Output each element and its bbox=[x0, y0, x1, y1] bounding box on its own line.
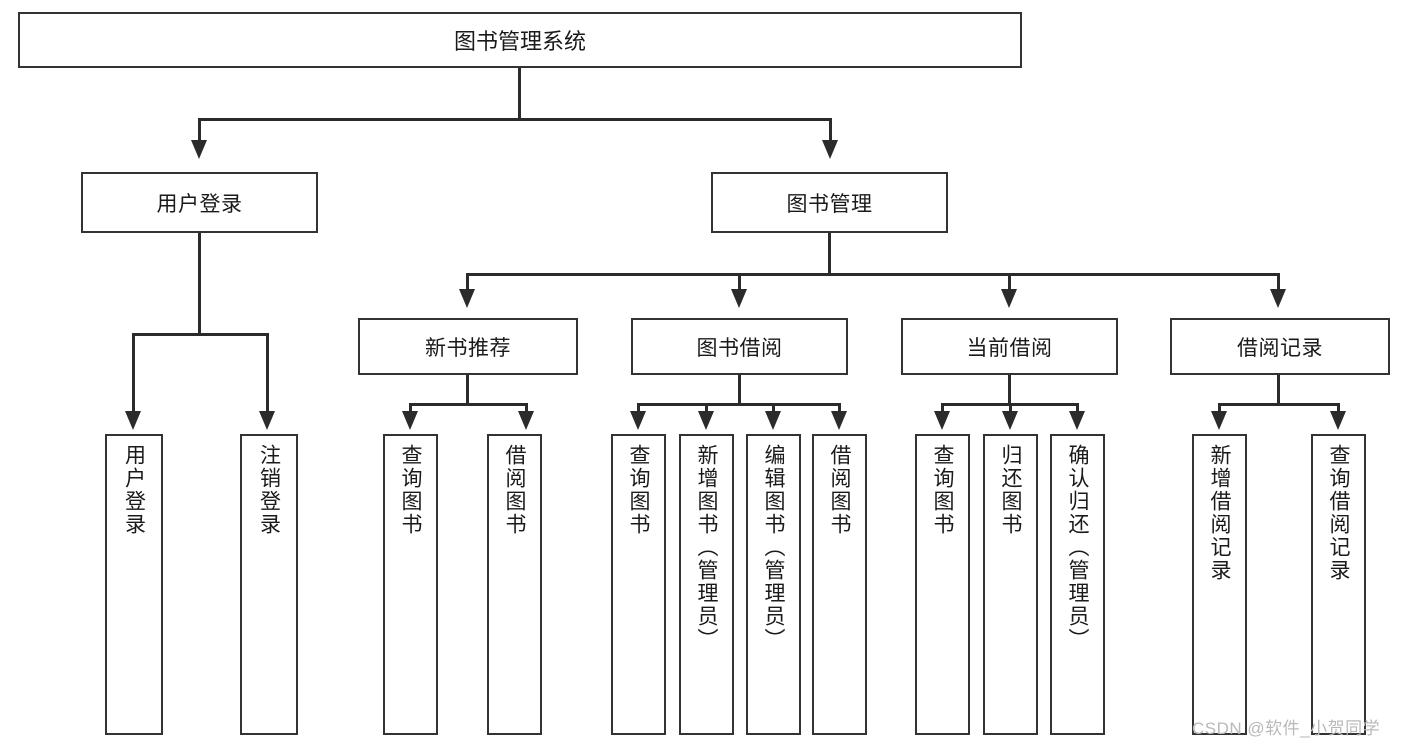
node-label: 新增借阅记录 bbox=[1208, 444, 1231, 582]
node-label: 归还图书 bbox=[999, 444, 1022, 536]
connector-user-login-stem bbox=[198, 233, 201, 335]
connector-current-borrow-child-3 bbox=[1076, 403, 1079, 413]
node-label: 图书管理 bbox=[786, 192, 873, 216]
leaf-borrow-book-new[interactable]: 借阅图书 bbox=[487, 434, 542, 735]
connector-user-login-child-1 bbox=[132, 333, 135, 413]
connector-borrow-record-child-2 bbox=[1337, 403, 1340, 413]
node-label: 查询图书 bbox=[931, 444, 954, 536]
connector-borrow-record-stem bbox=[1277, 375, 1280, 405]
arrowhead-leaf-query-record bbox=[1330, 411, 1346, 430]
arrowhead-book-mgmt bbox=[822, 140, 838, 159]
node-label: 当前借阅 bbox=[966, 336, 1053, 360]
node-label: 注销登录 bbox=[257, 444, 281, 536]
arrowhead-leaf-add-book bbox=[698, 411, 714, 430]
node-current-borrow[interactable]: 当前借阅 bbox=[901, 318, 1118, 375]
leaf-add-book-admin[interactable]: 新增图书（管理员） bbox=[679, 434, 734, 735]
node-label: 查询图书 bbox=[399, 444, 422, 536]
connector-root-stem bbox=[518, 68, 521, 118]
connector-current-borrow-stem bbox=[1008, 375, 1011, 405]
connector-root-to-book-mgmt bbox=[829, 118, 832, 143]
node-root-system[interactable]: 图书管理系统 bbox=[18, 12, 1022, 68]
connector-book-borrow-child-3 bbox=[772, 403, 775, 413]
connector-new-book-child-2 bbox=[525, 403, 528, 413]
node-label: 借阅记录 bbox=[1237, 336, 1323, 360]
connector-book-mgmt-stem bbox=[828, 233, 831, 275]
arrowhead-leaf-logout bbox=[259, 411, 275, 430]
node-borrow-record[interactable]: 借阅记录 bbox=[1170, 318, 1390, 375]
connector-to-new-book bbox=[466, 273, 469, 291]
node-label: 借阅图书 bbox=[503, 444, 526, 536]
node-new-book-recommend[interactable]: 新书推荐 bbox=[358, 318, 578, 375]
connector-user-login-bar bbox=[132, 333, 269, 336]
arrowhead-book-borrow bbox=[731, 289, 747, 308]
arrowhead-leaf-confirm-return bbox=[1069, 411, 1085, 430]
leaf-return-book[interactable]: 归还图书 bbox=[983, 434, 1038, 735]
connector-book-borrow-bar bbox=[637, 403, 840, 406]
connector-borrow-record-child-1 bbox=[1218, 403, 1221, 413]
connector-root-bar bbox=[198, 118, 832, 121]
connector-book-borrow-child-4 bbox=[838, 403, 841, 413]
leaf-query-borrow-record[interactable]: 查询借阅记录 bbox=[1311, 434, 1366, 735]
node-label: 图书借阅 bbox=[696, 336, 783, 360]
node-label: 借阅图书 bbox=[828, 444, 851, 536]
node-book-management[interactable]: 图书管理 bbox=[711, 172, 948, 233]
connector-book-borrow-stem bbox=[738, 375, 741, 405]
node-book-borrow[interactable]: 图书借阅 bbox=[631, 318, 848, 375]
connector-level2-bar bbox=[466, 273, 1280, 276]
node-label: 查询借阅记录 bbox=[1327, 444, 1350, 582]
leaf-query-book-current[interactable]: 查询图书 bbox=[915, 434, 970, 735]
node-label: 图书管理系统 bbox=[453, 29, 586, 54]
node-label: 新书推荐 bbox=[425, 336, 511, 360]
arrowhead-current-borrow bbox=[1001, 289, 1017, 308]
connector-current-borrow-child-1 bbox=[941, 403, 944, 413]
node-label: 用户登录 bbox=[156, 192, 243, 216]
connector-new-book-child-1 bbox=[409, 403, 412, 413]
arrowhead-leaf-query-book-3 bbox=[934, 411, 950, 430]
node-label: 编辑图书（管理员） bbox=[762, 444, 785, 651]
leaf-logout[interactable]: 注销登录 bbox=[240, 434, 298, 735]
arrowhead-leaf-query-book-2 bbox=[630, 411, 646, 430]
connector-to-current-borrow bbox=[1008, 273, 1011, 291]
connector-borrow-record-bar bbox=[1218, 403, 1340, 406]
arrowhead-leaf-return-book bbox=[1002, 411, 1018, 430]
leaf-borrow-book-borrow[interactable]: 借阅图书 bbox=[812, 434, 867, 735]
connector-book-borrow-child-2 bbox=[705, 403, 708, 413]
connector-new-book-stem bbox=[466, 375, 469, 405]
connector-to-book-borrow bbox=[738, 273, 741, 291]
connector-current-borrow-child-2 bbox=[1009, 403, 1012, 413]
node-user-login[interactable]: 用户登录 bbox=[81, 172, 318, 233]
node-label: 查询图书 bbox=[627, 444, 650, 536]
connector-new-book-bar bbox=[409, 403, 528, 406]
connector-user-login-child-2 bbox=[266, 333, 269, 413]
arrowhead-leaf-query-book-1 bbox=[402, 411, 418, 430]
connector-to-borrow-record bbox=[1277, 273, 1280, 291]
connector-root-to-user-login bbox=[198, 118, 201, 143]
node-label: 新增图书（管理员） bbox=[695, 444, 718, 651]
arrowhead-borrow-record bbox=[1270, 289, 1286, 308]
connector-book-borrow-child-1 bbox=[637, 403, 640, 413]
leaf-user-login[interactable]: 用户登录 bbox=[105, 434, 163, 735]
arrowhead-new-book bbox=[459, 289, 475, 308]
node-label: 用户登录 bbox=[122, 444, 146, 536]
arrowhead-leaf-borrow-book-1 bbox=[518, 411, 534, 430]
node-label: 确认归还（管理员） bbox=[1066, 444, 1089, 651]
arrowhead-user-login bbox=[191, 140, 207, 159]
leaf-query-book-new[interactable]: 查询图书 bbox=[383, 434, 438, 735]
arrowhead-leaf-user-login bbox=[125, 411, 141, 430]
arrowhead-leaf-edit-book bbox=[765, 411, 781, 430]
arrowhead-leaf-borrow-book-2 bbox=[831, 411, 847, 430]
arrowhead-leaf-add-record bbox=[1211, 411, 1227, 430]
leaf-add-borrow-record[interactable]: 新增借阅记录 bbox=[1192, 434, 1247, 735]
leaf-confirm-return-admin[interactable]: 确认归还（管理员） bbox=[1050, 434, 1105, 735]
leaf-query-book-borrow[interactable]: 查询图书 bbox=[611, 434, 666, 735]
leaf-edit-book-admin[interactable]: 编辑图书（管理员） bbox=[746, 434, 801, 735]
